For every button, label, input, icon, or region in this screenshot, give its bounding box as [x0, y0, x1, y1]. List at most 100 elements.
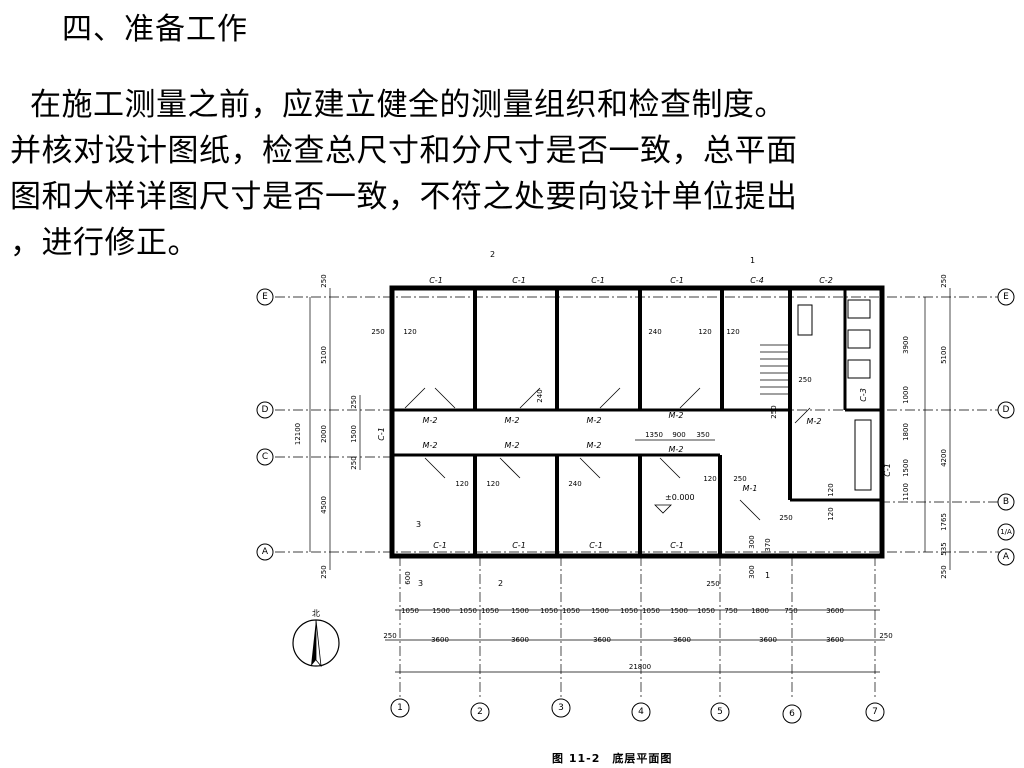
- axis-bubble-1: [390, 698, 410, 718]
- window-label: C-2: [819, 276, 833, 285]
- dimension-label: 5100: [320, 346, 328, 364]
- axis-label: 3: [558, 703, 564, 713]
- window-label: C-1: [591, 276, 605, 285]
- dimension-label: 750: [784, 607, 797, 615]
- dimension-label: 250: [779, 514, 792, 522]
- dimension-label: 250: [706, 580, 719, 588]
- axis-bubble-A: [256, 543, 274, 561]
- axis-label: D: [262, 405, 269, 415]
- axis-label: 1: [397, 703, 403, 713]
- slide-heading: 四、准备工作: [62, 12, 248, 47]
- window-label: C-1: [433, 541, 447, 550]
- axis-bubble-D: [256, 401, 274, 419]
- dimension-label: 4500: [320, 496, 328, 514]
- dimension-label: 1500: [432, 607, 450, 615]
- window-label: C-1: [377, 427, 386, 441]
- dimension-label: 120: [403, 328, 416, 336]
- axis-bubble-7: [865, 702, 885, 722]
- axis-bubble-E: [256, 288, 274, 306]
- axis-bubble-4: [631, 702, 651, 722]
- door-label: M-2: [587, 441, 602, 450]
- dimension-label: 1500: [670, 607, 688, 615]
- door-label: M-2: [807, 417, 822, 426]
- figure-caption: 图 11-2 底层平面图: [552, 752, 673, 765]
- axis-label: 2: [477, 707, 483, 717]
- window-label: C-1: [429, 276, 443, 285]
- axis-bubble-A-right: [997, 548, 1015, 566]
- dimension-label: 250: [879, 632, 892, 640]
- dimension-label: 1800: [751, 607, 769, 615]
- dimension-label: 1800: [902, 423, 910, 441]
- dimension-label: 5100: [940, 346, 948, 364]
- dimension-label: 120: [486, 480, 499, 488]
- dimension-label: 120: [455, 480, 468, 488]
- dimension-label: 3900: [902, 336, 910, 354]
- axis-bubble-C: [256, 448, 274, 466]
- dimension-label: 600: [404, 571, 412, 584]
- dimension-label: 1500: [902, 459, 910, 477]
- axis-label: 4: [638, 707, 644, 717]
- dimension-label: 120: [698, 328, 711, 336]
- dimension-label: 120: [827, 507, 835, 520]
- north-label: 北: [312, 609, 320, 618]
- dimension-label: 1050: [620, 607, 638, 615]
- dimension-label: 120: [827, 483, 835, 496]
- dimension-label: 1050: [459, 607, 477, 615]
- dimension-label: 3600: [826, 636, 844, 644]
- dimension-label: 300: [748, 535, 756, 548]
- dimension-label: 1765: [940, 513, 948, 531]
- dimension-label: 250: [798, 376, 811, 384]
- axis-bubble-3: [551, 698, 571, 718]
- dimension-label: 120: [703, 475, 716, 483]
- elevation-label: ±0.000: [665, 493, 695, 502]
- axis-label: C: [262, 452, 268, 462]
- dimension-label: 300: [748, 565, 756, 578]
- dimension-label: 1350: [645, 431, 663, 439]
- outer-wall: [389, 285, 885, 559]
- door-label: M-2: [587, 416, 602, 425]
- section-mark: 2: [498, 579, 503, 588]
- section-mark: 3: [416, 520, 421, 529]
- dimension-label: 750: [724, 607, 737, 615]
- dimension-label: 3600: [759, 636, 777, 644]
- door-label: M-2: [505, 416, 520, 425]
- dimension-label: 250: [770, 405, 778, 418]
- axis-label: A: [262, 547, 269, 557]
- window-label: C-1: [512, 276, 526, 285]
- dimension-label: 2000: [320, 425, 328, 443]
- dimension-label: 250: [940, 565, 948, 578]
- paragraph-line: 在施工测量之前，应建立健全的测量组织和检查制度。: [30, 87, 786, 123]
- section-mark: 3: [418, 579, 423, 588]
- dimension-label: 370: [764, 538, 772, 551]
- dimension-label: 4200: [940, 449, 948, 467]
- door-label: M-2: [505, 441, 520, 450]
- dimension-label: 250: [733, 475, 746, 483]
- dimension-label: 1050: [697, 607, 715, 615]
- dimension-label: 1050: [562, 607, 580, 615]
- axis-bubble-E-right: [997, 288, 1015, 306]
- dimension-label: 240: [536, 389, 544, 402]
- dimension-label: 250: [940, 274, 948, 287]
- dimension-label: 1100: [902, 483, 910, 501]
- axis-bubble-5: [710, 702, 730, 722]
- dimension-label: 1000: [902, 386, 910, 404]
- paragraph-line: 图和大样详图尺寸是否一致，不符之处要向设计单位提出: [10, 179, 798, 215]
- dimension-label: 3600: [826, 607, 844, 615]
- section-mark: 2: [490, 250, 495, 259]
- axis-label: E: [262, 292, 268, 302]
- dimension-label: 12100: [294, 423, 302, 445]
- window-label: C-1: [883, 463, 892, 477]
- axis-label: 7: [872, 707, 878, 717]
- dimension-label: 3600: [511, 636, 529, 644]
- axis-bubble-6: [782, 704, 802, 724]
- door-label: M-2: [669, 445, 684, 454]
- north-arrow-icon: 北: [292, 609, 340, 668]
- paragraph-line: 并核对设计图纸，检查总尺寸和分尺寸是否一致，总平面: [10, 133, 798, 169]
- paragraph-line: ，进行修正。: [10, 225, 199, 261]
- window-label: C-1: [589, 541, 603, 550]
- axis-label: A: [1003, 552, 1010, 562]
- axis-label: 6: [789, 709, 795, 719]
- dimension-label: 900: [672, 431, 685, 439]
- dimension-label: 535: [940, 542, 948, 555]
- dimension-label: 3600: [593, 636, 611, 644]
